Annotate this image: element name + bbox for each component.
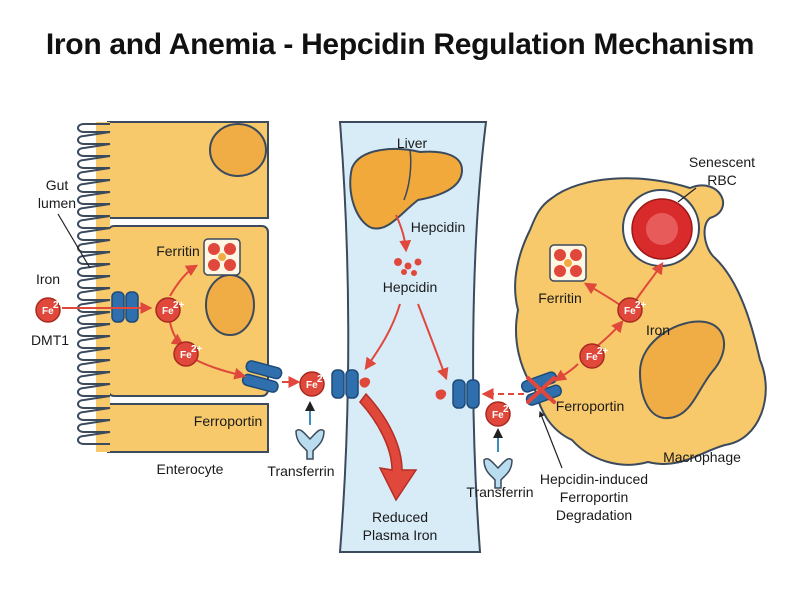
- fe-ions: Fe2+Fe2+Fe2+Fe2+Fe2+Fe2+Fe2+: [35, 297, 647, 427]
- fe-ion-plasma: Fe2+: [299, 371, 329, 397]
- fe-charge: 2+: [53, 300, 65, 311]
- fe-ion-lumen: Fe2+: [35, 297, 65, 323]
- label-degradation-2: Ferroportin: [560, 489, 628, 505]
- transferrin-icon-right: [483, 457, 513, 489]
- fe-charge: 2+: [173, 300, 185, 311]
- arrow-rbc-to-iron: [635, 262, 664, 301]
- enterocyte-cells: [107, 121, 269, 453]
- label-macrophage: Macrophage: [663, 449, 741, 465]
- fe-charge: 2+: [317, 374, 329, 385]
- label-reduced-2: Plasma Iron: [363, 527, 438, 543]
- labels: Gut lumen Iron DMT1 Ferritin Ferroportin…: [31, 135, 755, 543]
- label-enterocyte: Enterocyte: [157, 461, 224, 477]
- senescent-rbc-icon: [631, 198, 693, 260]
- leader-rbc: [677, 187, 697, 203]
- fe-symbol: Fe: [306, 380, 318, 391]
- transferrin-icon-left: [295, 428, 325, 460]
- label-senescent-1: Senescent: [689, 154, 755, 170]
- label-gut-lumen-1: Gut: [46, 177, 69, 193]
- hepcidin-bound-right: [435, 389, 447, 400]
- label-dmt1: DMT1: [31, 332, 69, 348]
- transferrin-arrows: [305, 401, 503, 452]
- leader-gut-lumen: [57, 213, 91, 269]
- fe-ion-mac-2: Fe2+: [617, 297, 647, 323]
- fe-symbol: Fe: [162, 306, 174, 317]
- fe-charge: 2+: [635, 300, 647, 311]
- fe-symbol: Fe: [42, 306, 54, 317]
- arrow-hepcidin-right: [417, 303, 449, 381]
- liver-icon: [349, 148, 464, 230]
- fe-charge: 2+: [191, 344, 203, 355]
- arrow-hepcidin-left: [364, 303, 401, 370]
- fe-symbol: Fe: [624, 306, 636, 317]
- fe-charge: 2+: [597, 346, 609, 357]
- label-transferrin-left: Transferrin: [267, 463, 334, 479]
- label-ferroportin-left: Ferroportin: [194, 413, 262, 429]
- label-degradation-1: Hepcidin-induced: [540, 471, 648, 487]
- hepcidin-peptides: [394, 258, 422, 276]
- fe-symbol: Fe: [586, 352, 598, 363]
- label-liver: Liver: [397, 135, 428, 151]
- arrow-to-ferroportin-left: [195, 359, 247, 380]
- label-ferritin-right: Ferritin: [538, 290, 582, 306]
- label-hepcidin-2: Hepcidin: [383, 279, 437, 295]
- degradation-x-icon: [526, 376, 556, 404]
- microvilli-border: [77, 122, 111, 452]
- hepcidin-bound-left: [359, 377, 371, 388]
- label-degradation-3: Degradation: [556, 507, 632, 523]
- arrow-to-ferroportin-right: [554, 363, 579, 382]
- fe-symbol: Fe: [492, 410, 504, 421]
- ferroportin-plasma-left: [331, 369, 359, 399]
- arrow-liver-to-hepcidin: [395, 214, 412, 253]
- enterocyte-nucleus: [205, 274, 255, 336]
- ferritin-cluster-right: [549, 244, 587, 282]
- label-hepcidin-1: Hepcidin: [411, 219, 465, 235]
- label-reduced-1: Reduced: [372, 509, 428, 525]
- enterocyte-nucleus-top: [209, 123, 267, 177]
- label-iron-left: Iron: [36, 271, 60, 287]
- label-ferritin-left: Ferritin: [156, 243, 200, 259]
- arrow-to-ferritin-left: [169, 264, 199, 297]
- macrophage-nucleus: [638, 320, 726, 420]
- fe-ion-cytosol-2: Fe2+: [173, 341, 203, 367]
- leader-degradation: [538, 410, 563, 469]
- fe-ion-transferrin-right: Fe2+: [485, 401, 515, 427]
- label-ferroportin-right: Ferroportin: [556, 398, 624, 414]
- label-transferrin-right: Transferrin: [466, 484, 533, 500]
- arrow-to-ferritin-right: [583, 282, 621, 306]
- fe-charge: 2+: [503, 404, 515, 415]
- label-iron-right: Iron: [646, 322, 670, 338]
- leader-lines: [57, 187, 697, 469]
- fe-ion-cytosol-1: Fe2+: [155, 297, 185, 323]
- diagram-title: Iron and Anemia - Hepcidin Regulation Me…: [45, 28, 755, 61]
- ferroportin-plasma-right: [452, 379, 480, 409]
- fe-ion-mac-1: Fe2+: [579, 343, 609, 369]
- ferritin-cluster-left: [203, 238, 241, 276]
- reduced-plasma-iron-arrow: [359, 392, 418, 502]
- label-gut-lumen-2: lumen: [38, 195, 76, 211]
- fe-symbol: Fe: [180, 350, 192, 361]
- label-senescent-2: RBC: [707, 172, 737, 188]
